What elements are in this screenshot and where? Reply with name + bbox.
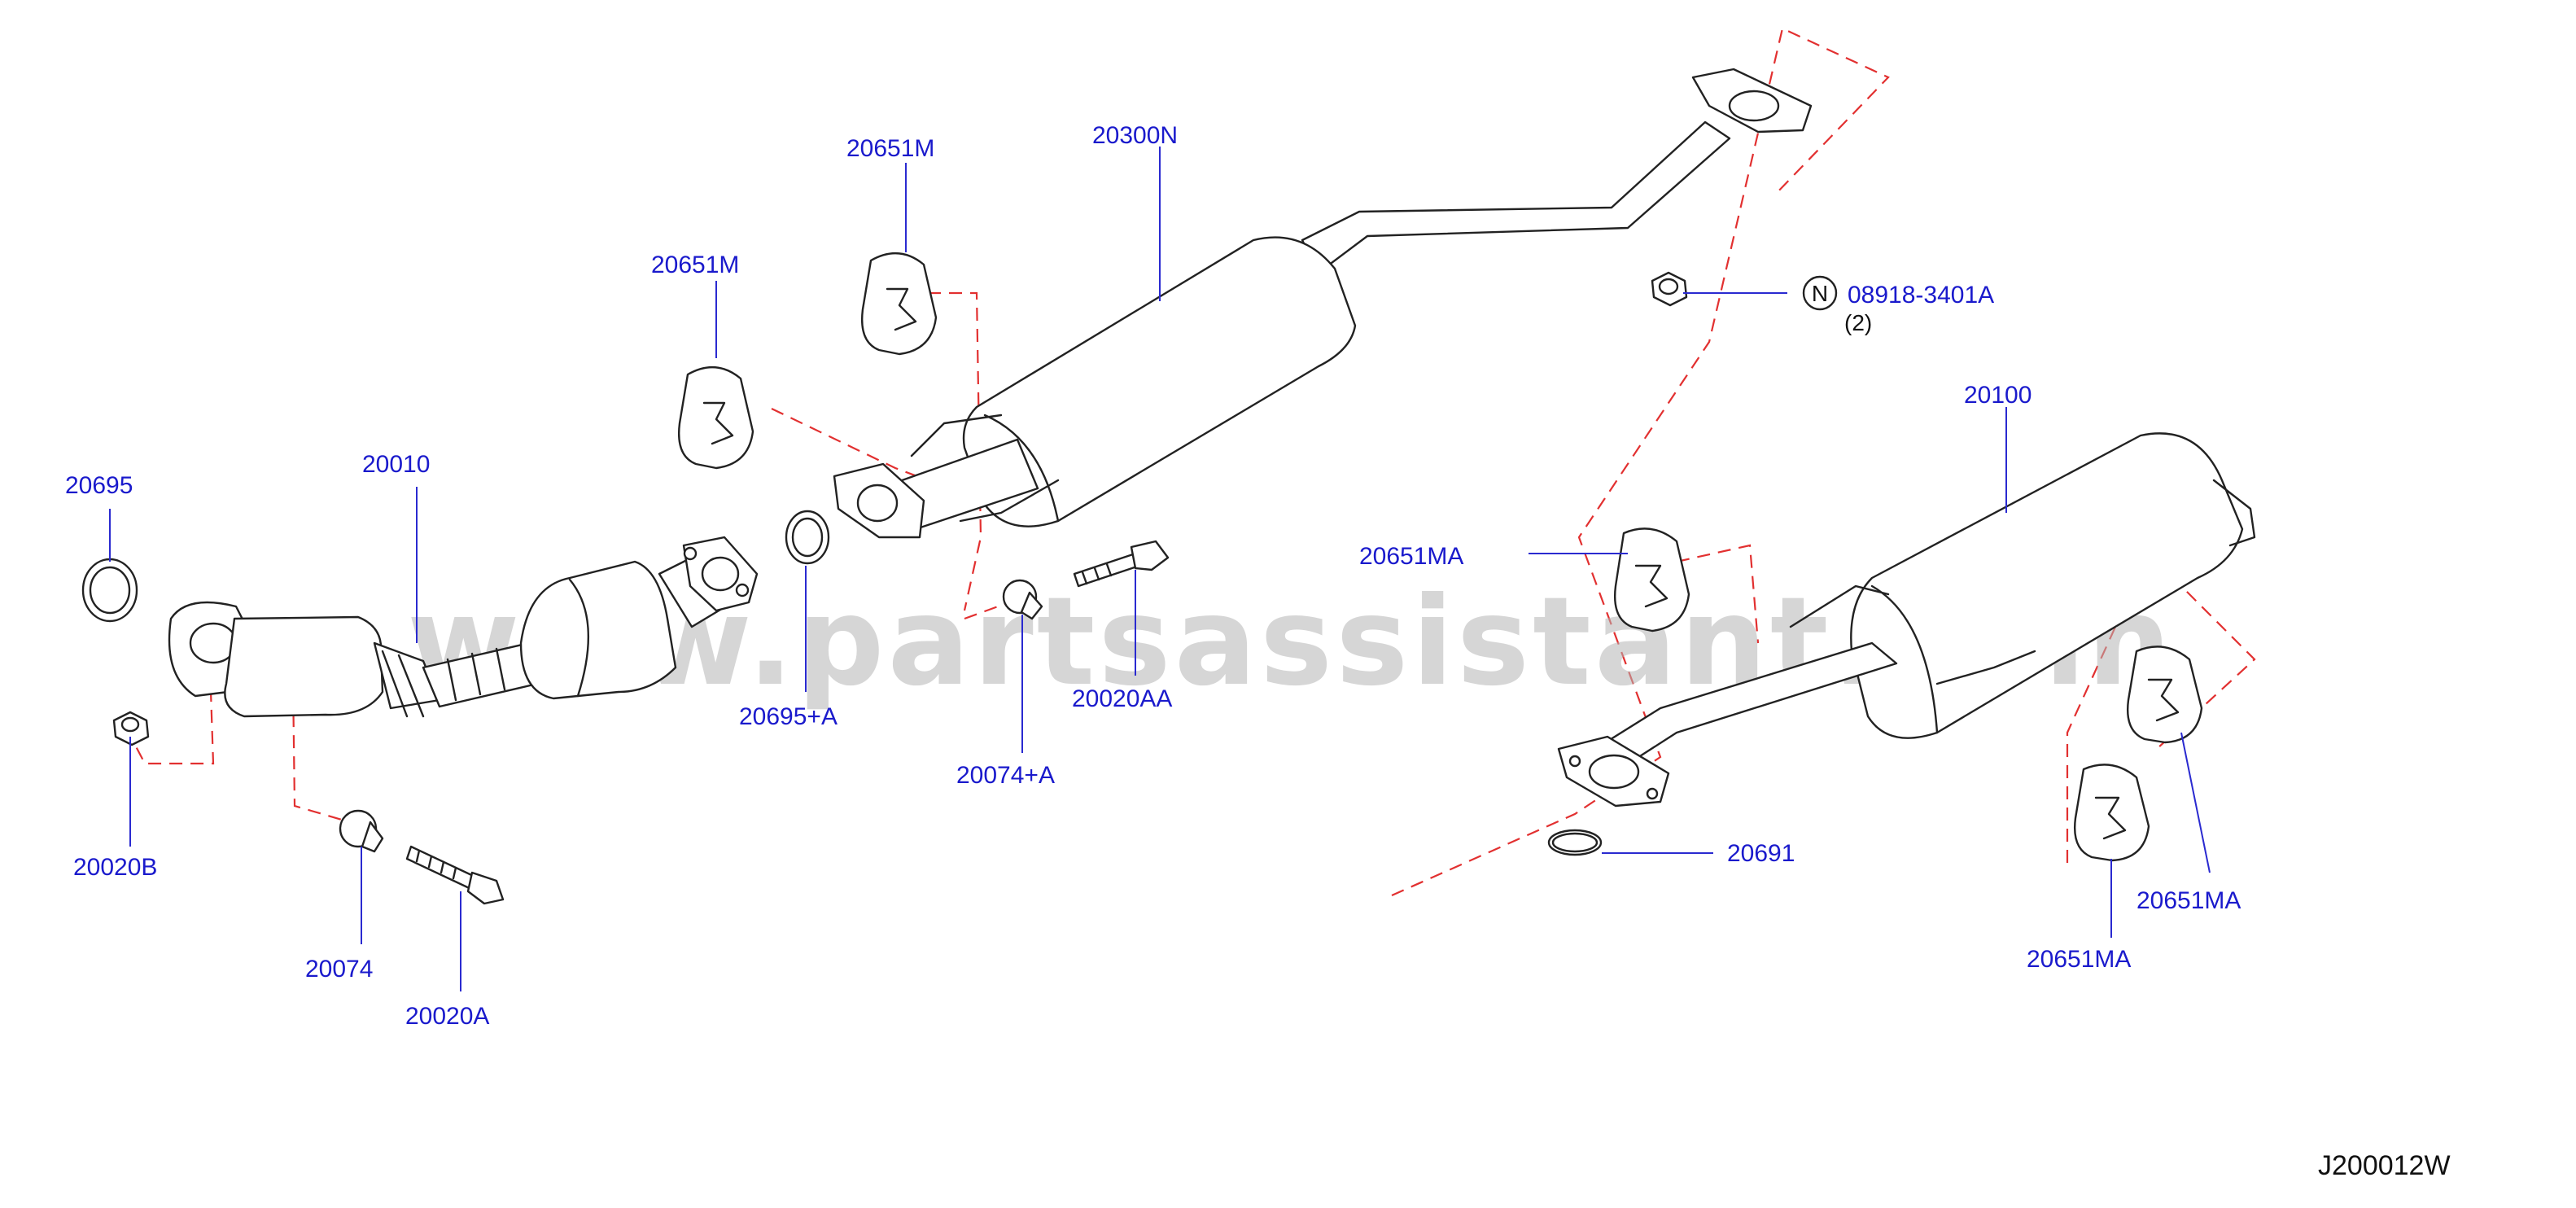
nut-08918-3401A <box>1651 271 1688 307</box>
diagram-reference-code: J200012W <box>2318 1150 2451 1181</box>
quantity-08918-3401A: (2) <box>1844 310 1872 335</box>
label-20020AA[interactable]: 20020AA <box>1072 685 1172 712</box>
label-20100[interactable]: 20100 <box>1964 382 2031 409</box>
label-20020B[interactable]: 20020B <box>73 854 157 881</box>
label-20020A[interactable]: 20020A <box>405 1003 489 1030</box>
label-20074[interactable]: 20074 <box>305 956 373 983</box>
gasket-20695plusA <box>785 510 830 565</box>
n-symbol: N <box>1802 275 1838 311</box>
center-muffler-20300N <box>833 68 1813 539</box>
label-20074plusA[interactable]: 20074+A <box>956 762 1055 789</box>
hanger-20651M-top <box>861 252 938 356</box>
stud-20020AA <box>1073 540 1170 588</box>
gasket-20691 <box>1547 829 1603 856</box>
label-20651MA-left[interactable]: 20651MA <box>1359 543 1463 570</box>
leader-lines <box>109 147 2211 991</box>
gasket-20695 <box>81 558 138 623</box>
label-20651M-left[interactable]: 20651M <box>651 252 739 278</box>
guide-rear-frame <box>1391 27 1890 897</box>
alignment-guides <box>128 27 2256 897</box>
guide-hanger-left <box>771 408 929 482</box>
rear-muffler-20100 <box>1557 432 2256 808</box>
hanger-20651M-left <box>678 365 754 470</box>
guide-rear-hanger-left <box>1676 544 1760 644</box>
hanger-20651MA-right <box>2127 646 2203 744</box>
label-20651MA-bottom[interactable]: 20651MA <box>2027 946 2131 973</box>
plug-20074 <box>339 809 384 853</box>
label-20300N[interactable]: 20300N <box>1092 122 1178 149</box>
hanger-20651MA-left <box>1614 527 1690 632</box>
label-08918-3401A[interactable]: 08918-3401A <box>1848 282 1994 309</box>
label-20651M-top[interactable]: 20651M <box>846 135 934 162</box>
part-labels: 20695 20010 20020B 20074 20020A 20651M 2… <box>65 122 2241 1030</box>
label-20010[interactable]: 20010 <box>362 451 430 478</box>
guide-front-flange <box>128 667 215 765</box>
label-20695[interactable]: 20695 <box>65 472 133 499</box>
label-20695plusA[interactable]: 20695+A <box>739 703 838 730</box>
stud-20020A <box>405 845 505 905</box>
nut-20020B <box>112 711 150 746</box>
label-20651MA-right[interactable]: 20651MA <box>2136 887 2241 914</box>
front-pipe-catalyst-20010 <box>168 536 759 718</box>
label-20691[interactable]: 20691 <box>1727 840 1795 867</box>
hanger-20651MA-bottom <box>2074 764 2150 862</box>
n-symbol-letter: N <box>1812 281 1828 306</box>
plug-20074plusA <box>1002 579 1043 620</box>
